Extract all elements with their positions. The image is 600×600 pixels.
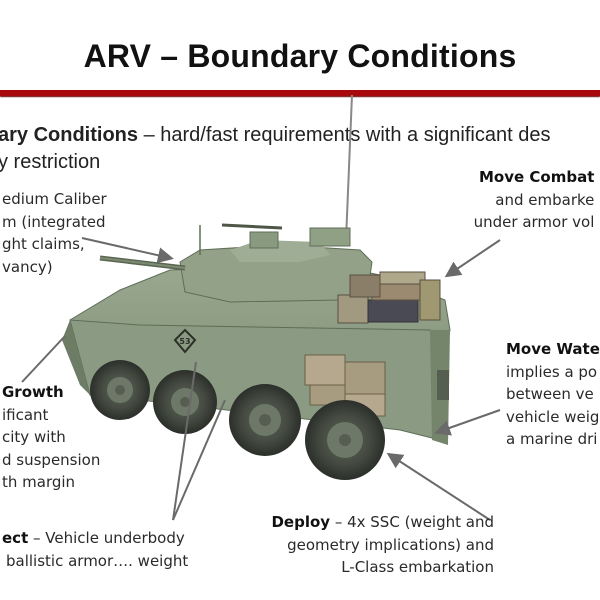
callout-line: th margin [2, 473, 76, 491]
callout-line: vehicle weig [506, 407, 600, 426]
intro-rest: – hard/fast requirements with a signific… [138, 124, 551, 146]
hull-marking-icon: 53 [173, 328, 197, 354]
callout-heading: Move Combat [479, 168, 595, 186]
callout-line: ght claims, [2, 235, 85, 253]
callout-heading: Growth [2, 383, 64, 401]
callout-line: a marine dri [506, 430, 598, 448]
callout-line: geometry implications) and [287, 535, 494, 554]
callout-line: implies a po [506, 362, 598, 381]
callout-line: m (integrated [2, 212, 106, 231]
callout-line: edium Caliber [2, 190, 107, 208]
callout-heading: ect [2, 529, 29, 547]
cargo-icon [304, 271, 441, 417]
callout-line: vancy) [2, 257, 53, 276]
callout-line: d suspension [2, 450, 101, 469]
intro-text: ary Conditions – hard/fast requirements … [0, 122, 550, 176]
callout-line: city with [2, 428, 66, 446]
callout-move-water: Move Wate implies a po between ve vehicl… [506, 338, 600, 451]
title-divider [0, 90, 600, 96]
callout-protect: ect – Vehicle underbody ballistic armor…… [2, 527, 188, 572]
svg-text:53: 53 [179, 337, 190, 346]
callout-growth: Growth ificant city with d suspension th… [2, 381, 100, 494]
callout-line: between ve [506, 385, 594, 403]
callout-line: L-Class embarkation [341, 558, 494, 576]
callout-line: – 4x SSC (weight and [330, 513, 494, 531]
callout-heading: Move Wate [506, 340, 600, 358]
callout-deploy: Deploy – 4x SSC (weight and geometry imp… [266, 511, 494, 579]
slide-title: ARV – Boundary Conditions [83, 38, 517, 74]
intro-bold: ary Conditions [0, 124, 139, 146]
callout-line: under armor vol [473, 213, 595, 231]
callout-heading: Deploy [271, 513, 331, 531]
wheel-icon [90, 360, 385, 480]
callout-line: and embarke [495, 190, 595, 209]
callout-lethality: edium Caliber m (integrated ght claims, … [2, 188, 107, 278]
callout-line: ballistic armor…. weight [6, 551, 189, 570]
callout-line: – Vehicle underbody [28, 529, 185, 547]
intro-line2: y restriction [0, 151, 101, 173]
callout-line: ificant [2, 405, 49, 424]
callout-move-combat: Move Combat and embarke under armor vol [474, 166, 595, 234]
